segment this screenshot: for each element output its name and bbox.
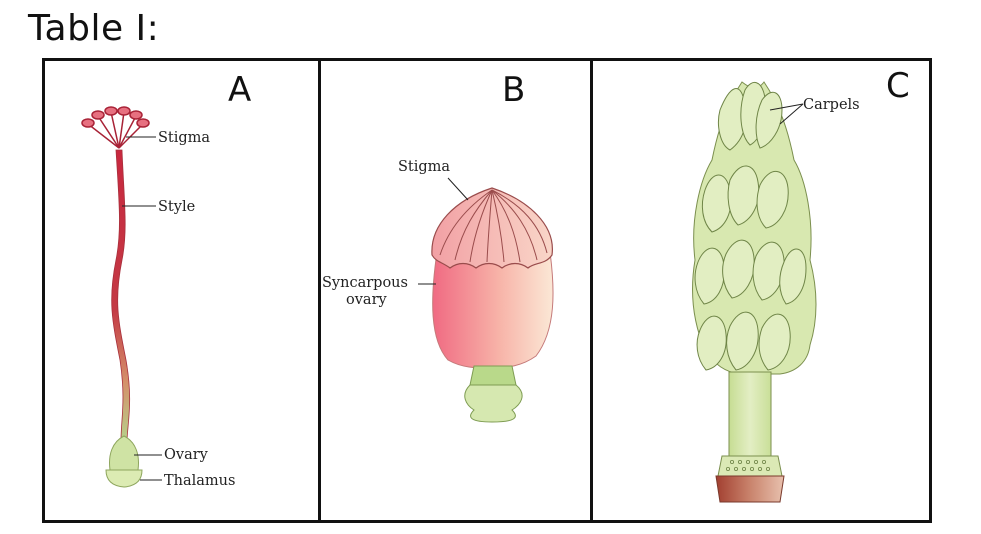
label-ovary-b: ovary	[346, 292, 387, 308]
label-ovary-a: Ovary	[164, 447, 208, 463]
panel-c-apocarpous	[691, 81, 817, 503]
ovary-base	[464, 384, 523, 423]
style-tube	[111, 149, 131, 441]
panel-b-letter: B	[502, 70, 526, 110]
column-divider-2	[590, 61, 593, 520]
table-frame	[42, 58, 932, 523]
ovary-neck	[469, 365, 517, 386]
stigma-lobes	[81, 106, 150, 149]
label-thalamus: Thalamus	[164, 473, 236, 489]
ovary	[109, 435, 139, 471]
label-stigma-b: Stigma	[398, 159, 451, 175]
label-syncarpous: Syncarpous	[322, 275, 408, 291]
syncarpous-ovary	[432, 251, 554, 369]
table-title: Table I:	[28, 8, 160, 49]
label-stigma-a: Stigma	[158, 130, 211, 146]
stigma-cap	[431, 187, 553, 269]
label-carpels: Carpels	[803, 97, 860, 113]
panel-c-letter: C	[886, 66, 910, 106]
column-divider-1	[318, 61, 321, 520]
panel-a-letter: A	[228, 70, 252, 110]
label-style: Style	[158, 199, 196, 215]
thalamus-top	[717, 455, 783, 477]
thalamus	[105, 469, 143, 488]
panel-a-pistil	[81, 106, 162, 488]
thalamus-base	[715, 475, 785, 503]
thalamus-stem	[728, 371, 772, 459]
panel-b-pistil	[418, 177, 554, 423]
